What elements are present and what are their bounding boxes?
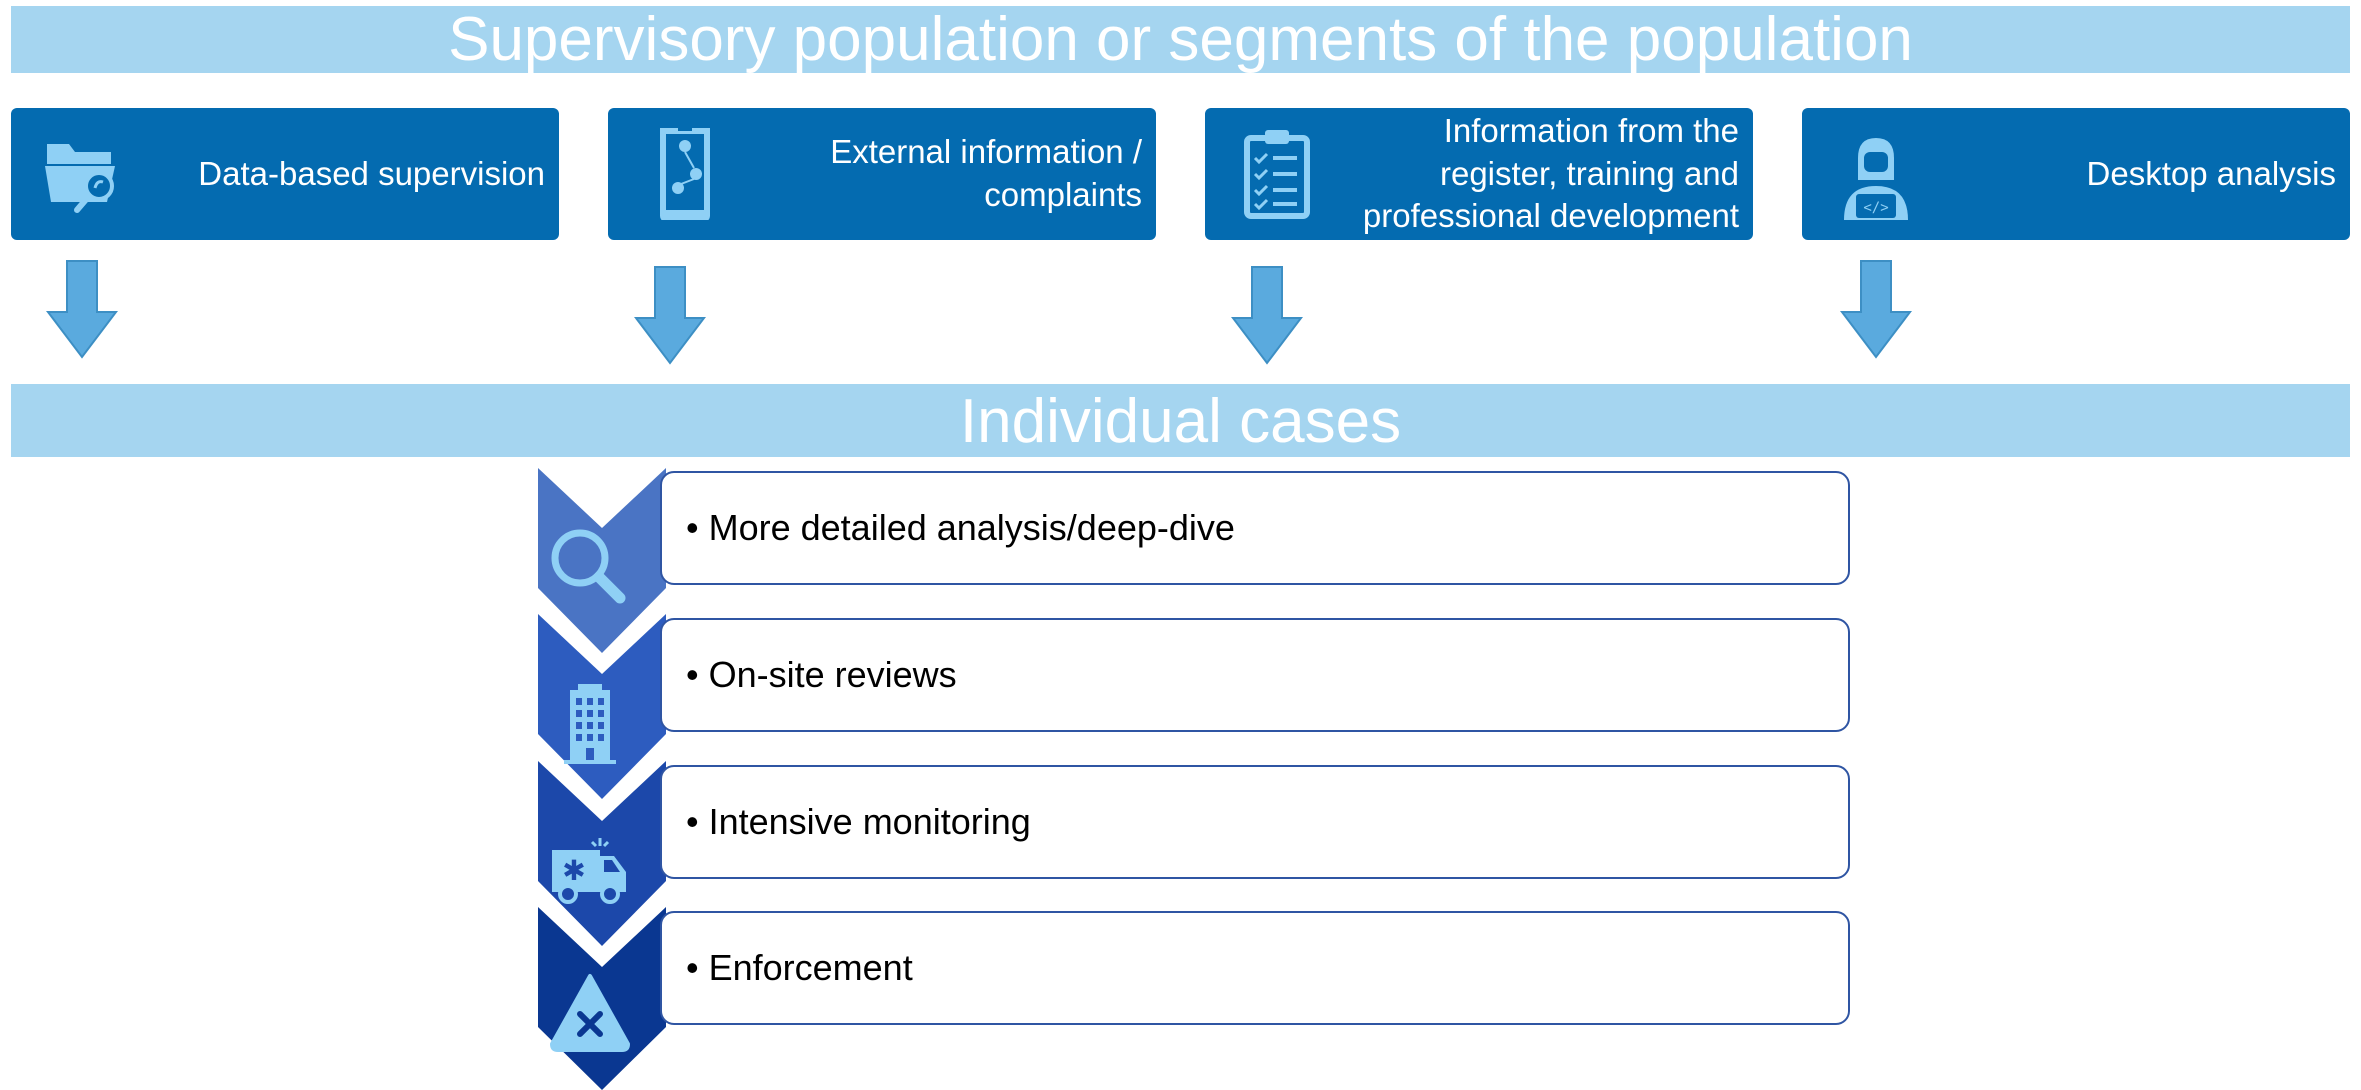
action-label: • Intensive monitoring xyxy=(686,801,1031,842)
folder-search-icon xyxy=(45,144,115,213)
action-label: • Enforcement xyxy=(686,947,913,988)
svg-text:</>: </> xyxy=(1863,200,1888,216)
svg-text:✱: ✱ xyxy=(562,854,585,887)
down-arrow xyxy=(46,260,118,359)
magnifier-icon xyxy=(551,529,626,604)
action-intensive-monitoring: • Intensive monitoring xyxy=(660,765,1850,879)
office-building-icon xyxy=(564,684,616,764)
source-box-external-information: External information / complaints xyxy=(608,108,1156,240)
clipboard-checklist-icon xyxy=(1244,130,1310,219)
source-box-desktop-analysis: </> Desktop analysis xyxy=(1802,108,2350,240)
ambulance-icon: ✱ xyxy=(552,838,626,904)
warning-triangle-x-icon xyxy=(550,974,630,1052)
population-banner: Supervisory population or segments of th… xyxy=(11,6,2350,73)
individual-cases-banner: Individual cases xyxy=(11,384,2350,457)
action-deep-dive-analysis: • More detailed analysis/deep-dive xyxy=(660,471,1850,585)
source-label: Information from the register, training … xyxy=(1362,111,1739,235)
person-laptop-icon: </> xyxy=(1844,138,1908,220)
action-label: • More detailed analysis/deep-dive xyxy=(686,507,1235,548)
action-on-site-reviews: • On-site reviews xyxy=(660,618,1850,732)
source-box-data-based-supervision: Data-based supervision xyxy=(11,108,559,240)
down-arrow xyxy=(1840,260,1912,359)
down-arrow xyxy=(1231,266,1303,365)
action-enforcement: • Enforcement xyxy=(660,911,1850,1025)
down-arrow xyxy=(634,266,706,365)
smartphone-network-icon xyxy=(660,128,710,220)
source-box-register-information: Information from the register, training … xyxy=(1205,108,1753,240)
source-label: External information / complaints xyxy=(830,133,1142,213)
source-label: Data-based supervision xyxy=(198,154,545,192)
source-label: Desktop analysis xyxy=(2086,154,2336,192)
action-label: • On-site reviews xyxy=(686,654,957,695)
